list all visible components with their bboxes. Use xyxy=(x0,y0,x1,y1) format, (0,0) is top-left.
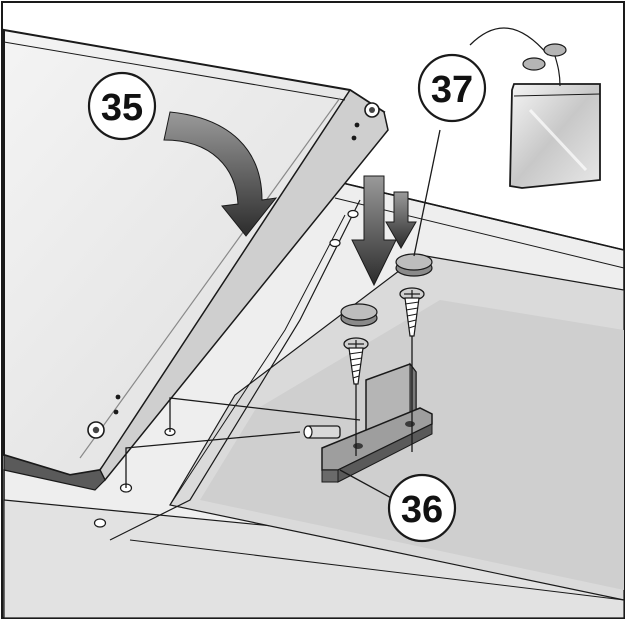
hinge-bracket xyxy=(303,362,433,483)
callout-label-36: 36 xyxy=(401,489,443,531)
callout-label-35: 35 xyxy=(101,87,143,129)
callout-label-37: 37 xyxy=(431,69,473,111)
callout-36: 36 xyxy=(387,473,457,543)
screw-cap-right xyxy=(395,253,433,277)
down-arrow-left xyxy=(351,175,397,287)
screw-right xyxy=(399,287,425,337)
leader-lines xyxy=(125,27,549,501)
curved-arrow xyxy=(163,111,278,237)
spare-parts-bag xyxy=(509,43,601,189)
down-arrow-right xyxy=(385,191,417,250)
lid-panel xyxy=(3,28,389,491)
screw-left xyxy=(343,337,369,385)
callout-37: 37 xyxy=(417,53,487,123)
screw-cap-left xyxy=(340,303,378,327)
callout-35: 35 xyxy=(87,71,157,141)
